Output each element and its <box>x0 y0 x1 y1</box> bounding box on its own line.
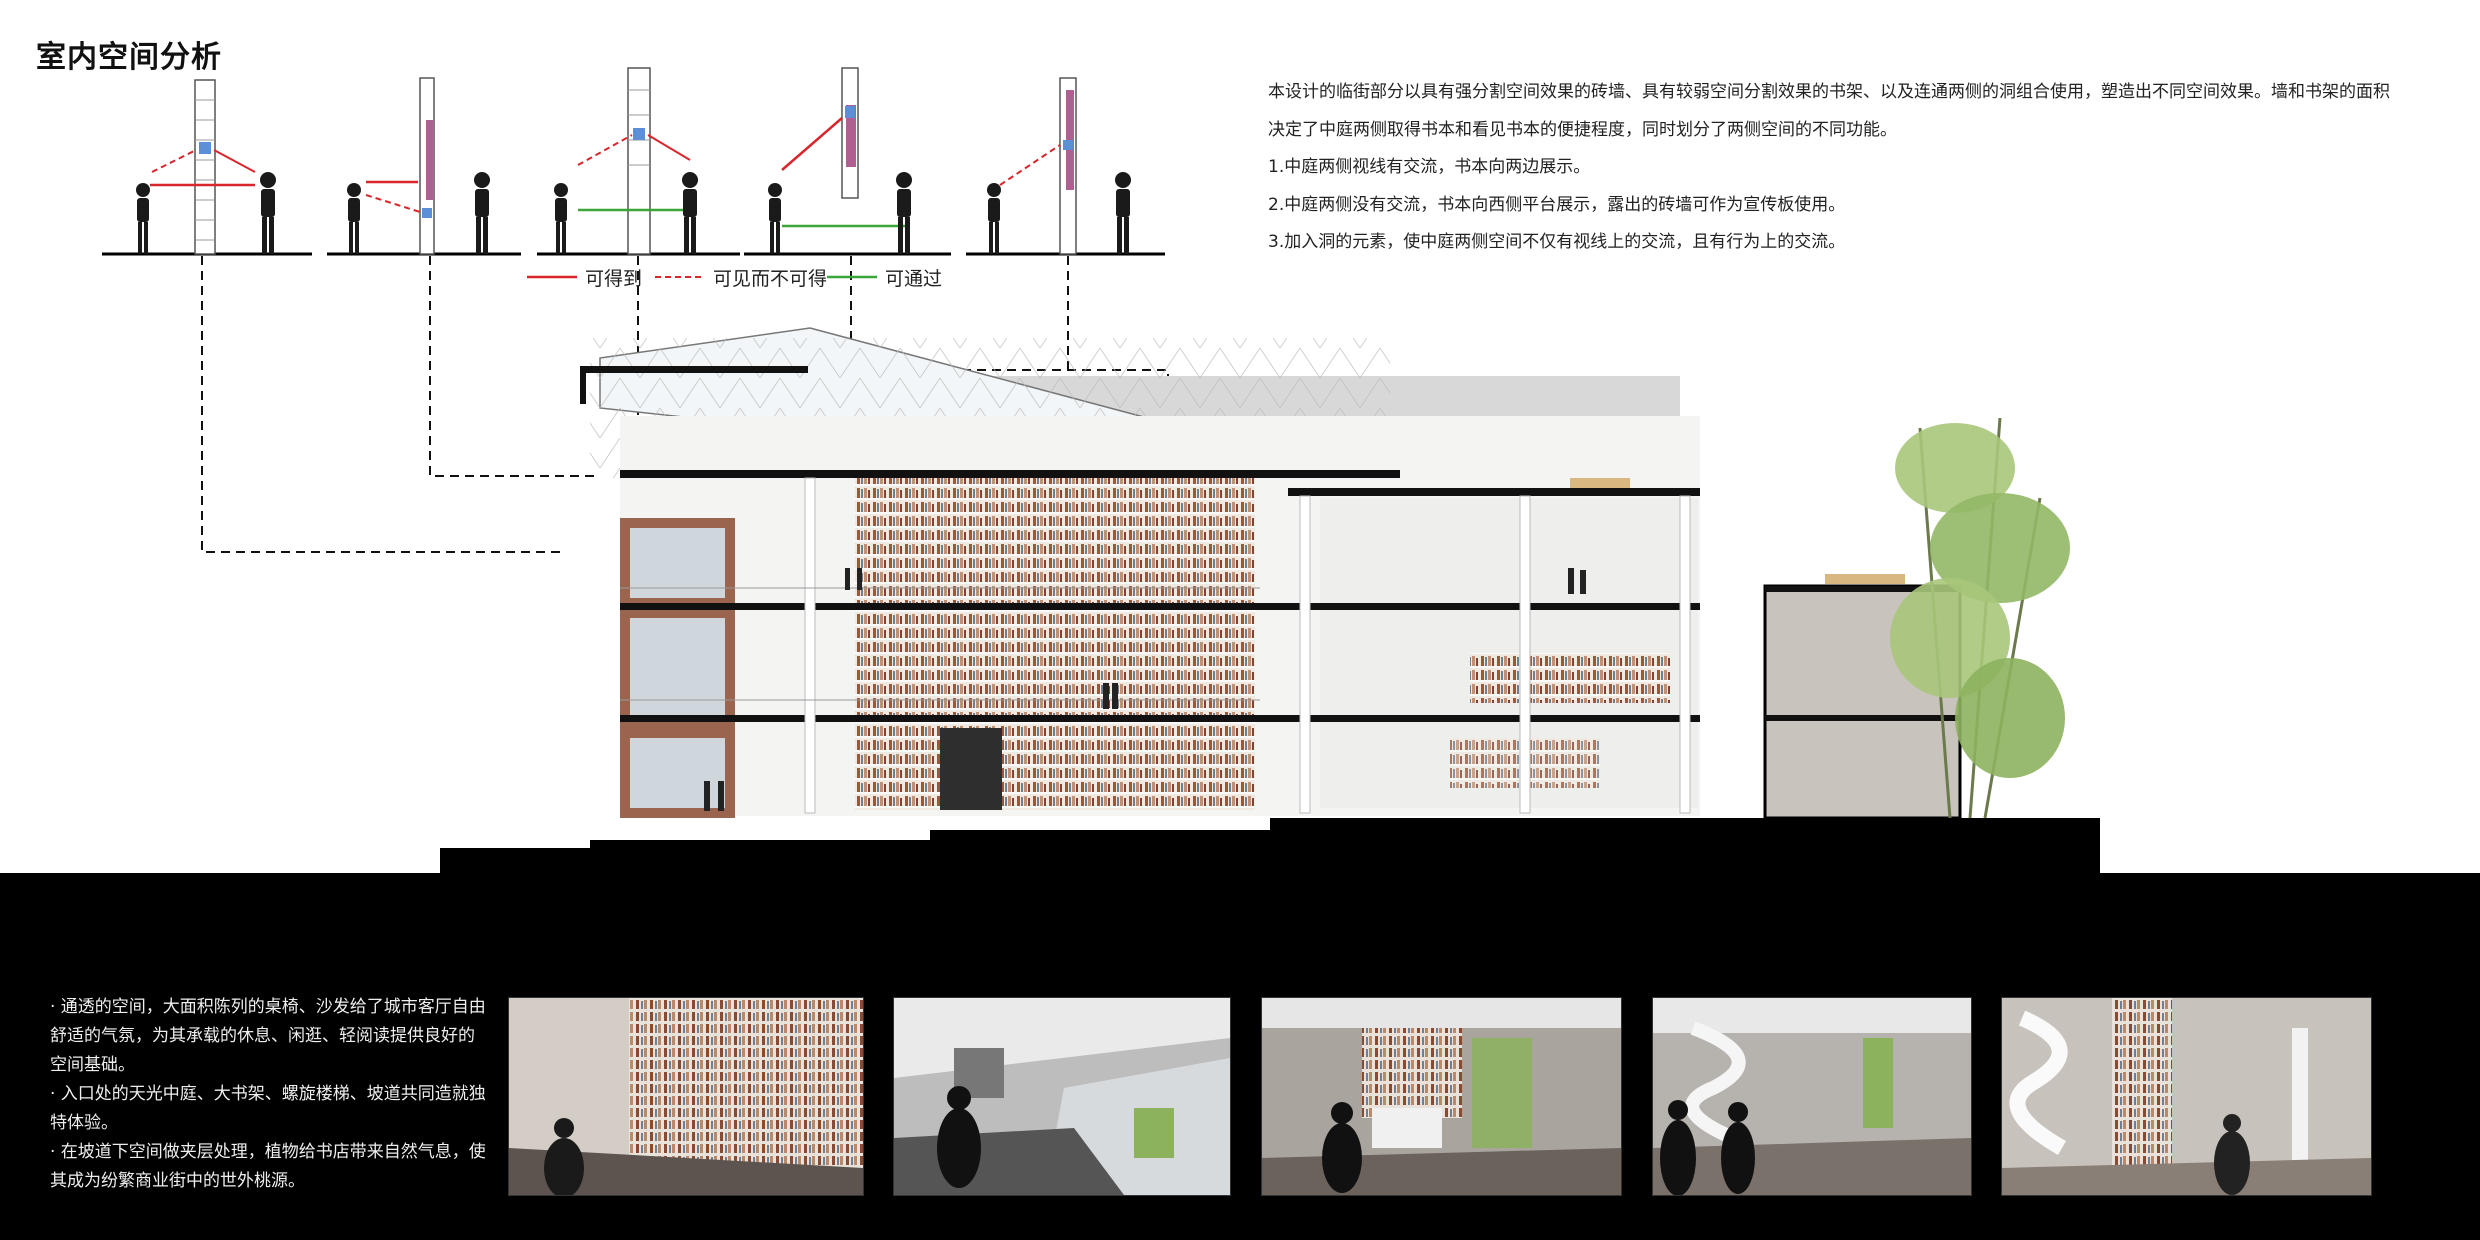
rendering-bookshelf-atrium <box>508 997 864 1196</box>
legend-swatch-solid-red <box>527 275 577 279</box>
legend-label: 可见而不可得 <box>713 267 828 290</box>
description-point: 3.加入洞的元素，使中庭两侧空间不仅有视线上的交流，且有行为上的交流。 <box>1268 232 1846 252</box>
legend: 可得到 可见而不可得 可通过 <box>527 262 957 292</box>
diagram-brick-wall <box>365 77 435 255</box>
description-intro: 本设计的临街部分以具有强分割空间效果的砖墙、具有较弱空间分割效果的书架、以及连通… <box>1268 82 2390 140</box>
rendering-ramp-corridor <box>893 997 1231 1196</box>
rendering-spiral-stair-bookshelf <box>2001 997 2372 1196</box>
bullet-note: · 入口处的天光中庭、大书架、螺旋楼梯、坡道共同造就独特体验。 <box>50 1084 486 1133</box>
legend-label: 可通过 <box>885 267 943 290</box>
description-point: 2.中庭两侧没有交流，书本向西侧平台展示，露出的砖墙可作为宣传板使用。 <box>1268 194 1846 215</box>
legend-label: 可得到 <box>585 267 643 290</box>
bamboo-tree <box>1890 417 2070 819</box>
description: 本设计的临街部分以具有强分割空间效果的砖墙、具有较弱空间分割效果的书架、以及连通… <box>1268 74 2398 262</box>
page-title: 室内空间分析 <box>36 40 222 75</box>
bullet-note: · 在坡道下空间做夹层处理，植物给书店带来自然气息，使其成为纷繁商业街中的世外桃… <box>50 1142 486 1191</box>
rendering-reading-hall <box>1261 997 1622 1196</box>
legend-swatch-dashed-red <box>655 276 705 278</box>
building-section <box>440 327 2100 873</box>
diagram-wall-hole <box>577 67 691 255</box>
bullet-note: · 通透的空间，大面积陈列的桌椅、沙发给了城市客厅自由舒适的气氛，为其承载的休息… <box>50 997 486 1075</box>
description-point: 1.中庭两侧视线有交流，书本向两边展示。 <box>1268 157 1591 177</box>
diagram-bookshelf <box>150 79 256 255</box>
legend-swatch-solid-green <box>827 275 877 279</box>
person-silhouettes <box>136 172 1131 254</box>
legend-item-obtainable: 可得到 <box>527 262 642 292</box>
diagram-single-wall <box>999 77 1077 255</box>
legend-item-visible: 可见而不可得 <box>655 262 827 292</box>
diagram-tall-shelf <box>781 67 905 228</box>
bullet-notes: · 通透的空间，大面积陈列的桌椅、沙发给了城市客厅自由舒适的气氛，为其承载的休息… <box>50 993 490 1196</box>
concept-diagrams <box>102 67 1169 560</box>
legend-item-passable: 可通过 <box>827 262 942 292</box>
rendering-spiral-stair-couple <box>1652 997 1972 1196</box>
